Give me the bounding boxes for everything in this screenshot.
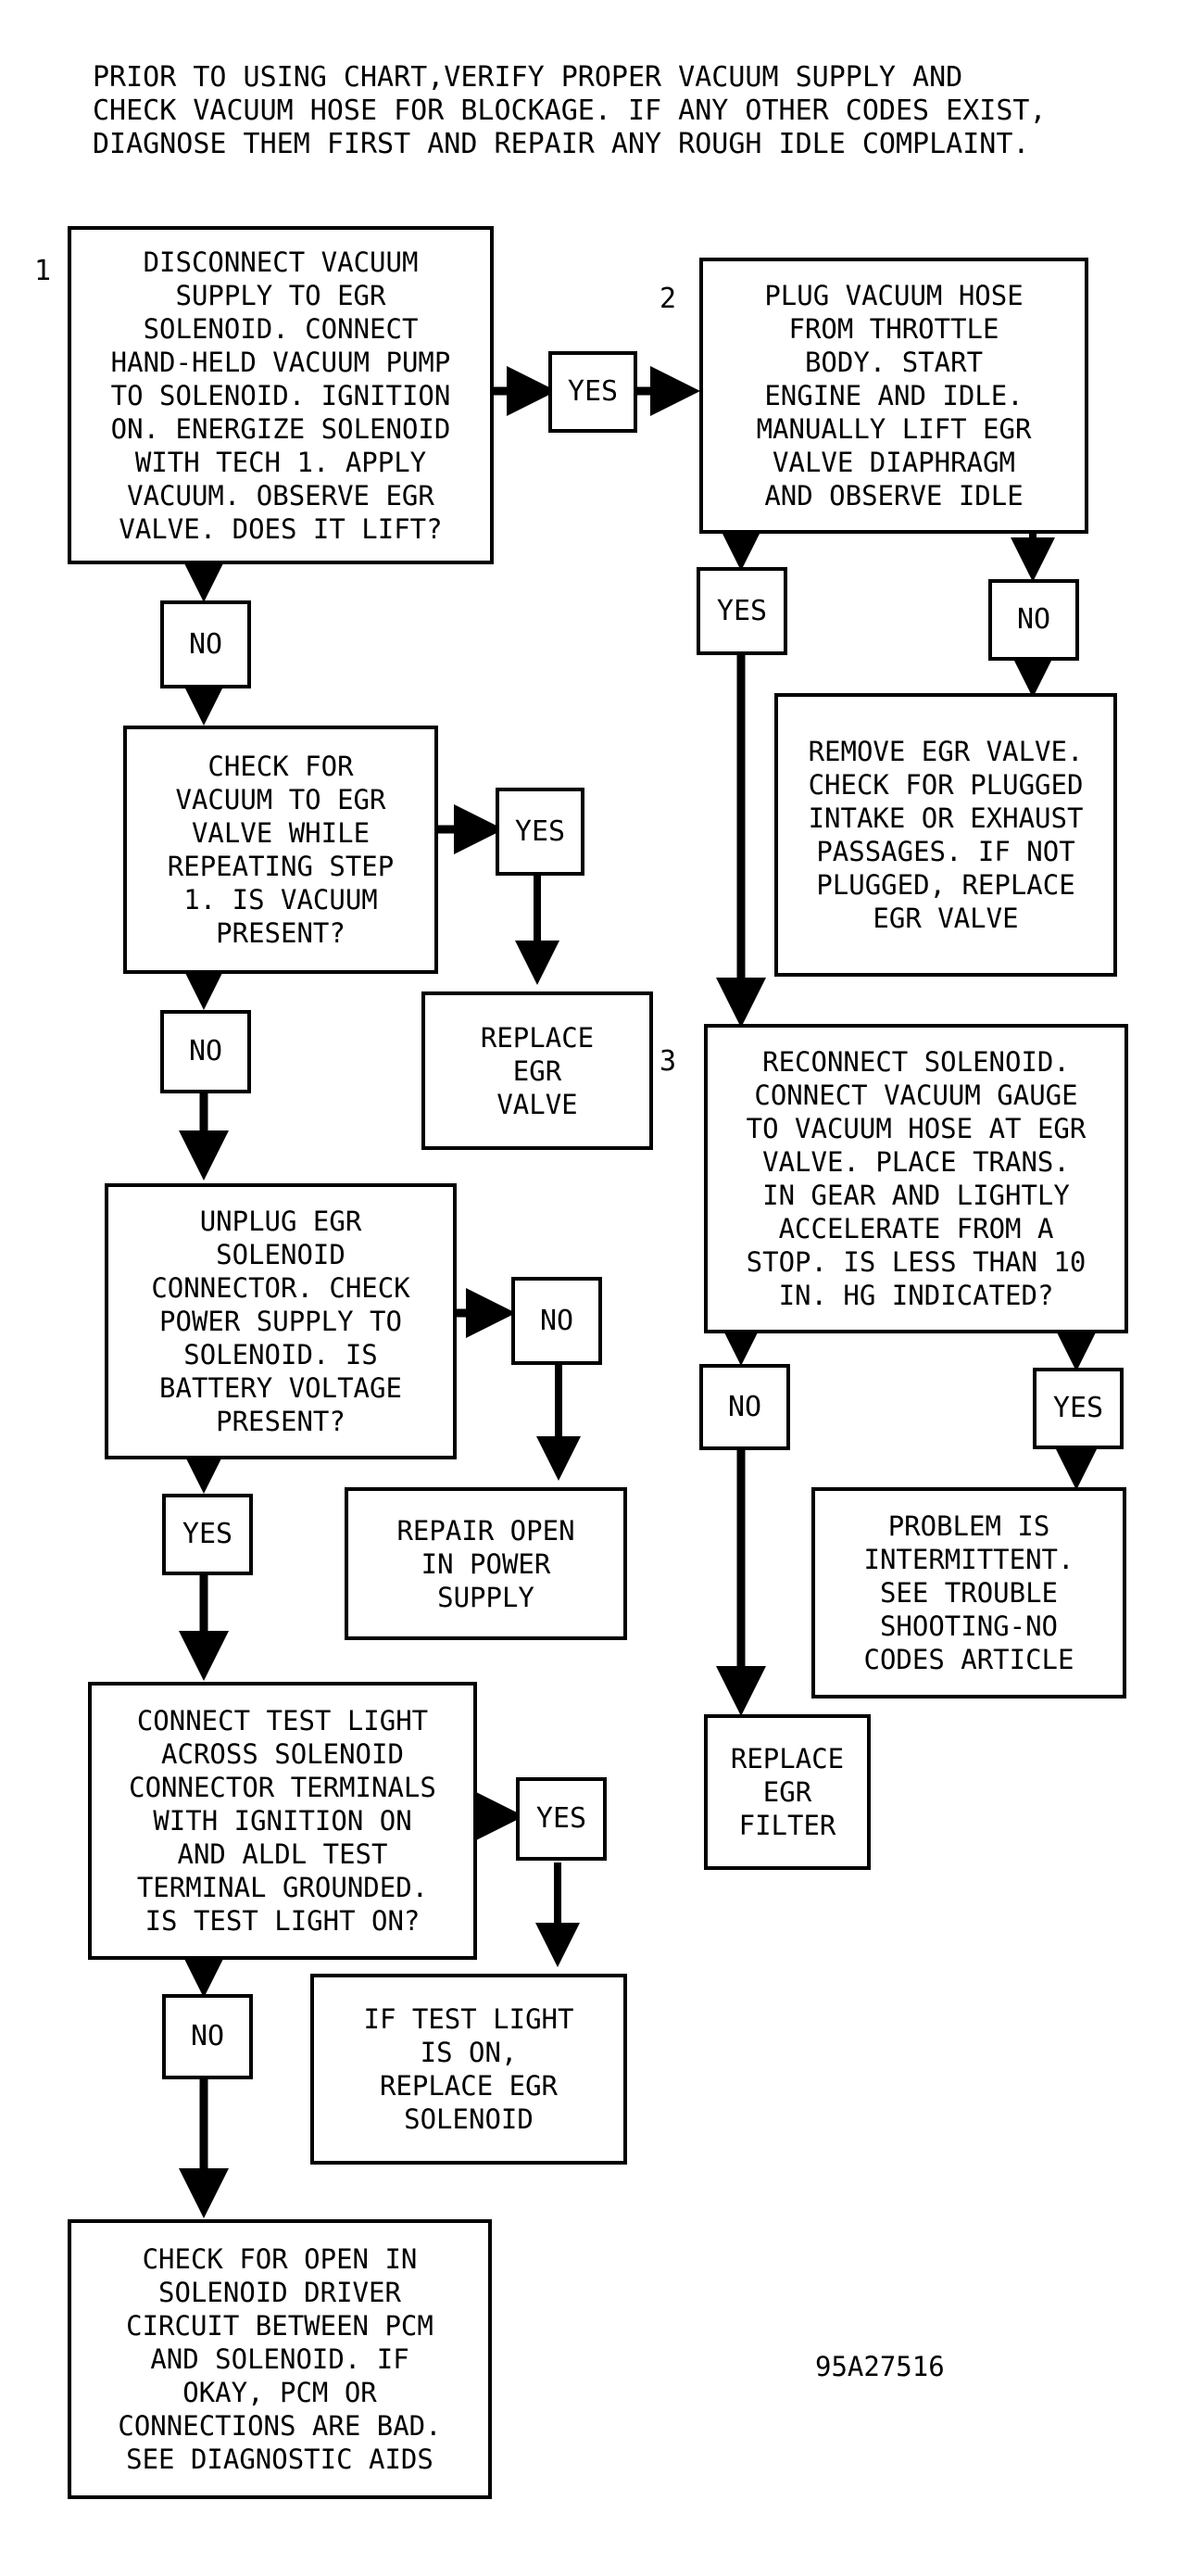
replace-egr-valve-text: REPLACE EGR VALVE: [480, 1021, 595, 1120]
step3-text: RECONNECT SOLENOID. CONNECT VACUUM GAUGE…: [746, 1046, 1087, 1311]
replace-filter-box: REPLACE EGR FILTER: [704, 1714, 871, 1870]
no-label-power: NO: [511, 1277, 602, 1365]
check-vacuum-text: CHECK FOR VACUUM TO EGR VALVE WHILE REPE…: [167, 751, 395, 949]
yes-label-test-light: YES: [516, 1777, 607, 1861]
replace-solenoid-box: IF TEST LIGHT IS ON, REPLACE EGR SOLENOI…: [310, 1974, 627, 2165]
yes-label-vacuum: YES: [496, 788, 584, 876]
yes-label-step3: YES: [1033, 1368, 1124, 1449]
repair-open-box: REPAIR OPEN IN POWER SUPPLY: [345, 1487, 627, 1640]
step1-text: DISCONNECT VACUUM SUPPLY TO EGR SOLENOID…: [110, 246, 451, 545]
yes-label-power: YES: [162, 1494, 253, 1575]
step-number-3: 3: [660, 1045, 677, 1078]
no-label-test-light: NO: [162, 1994, 253, 2079]
test-light-text: CONNECT TEST LIGHT ACROSS SOLENOID CONNE…: [129, 1705, 436, 1937]
no-label-step2: NO: [988, 579, 1079, 661]
check-open-box: CHECK FOR OPEN IN SOLENOID DRIVER CIRCUI…: [68, 2219, 492, 2499]
replace-egr-valve-box: REPLACE EGR VALVE: [421, 991, 653, 1150]
replace-filter-text: REPLACE EGR FILTER: [730, 1743, 845, 1841]
figure-id: 95A27516: [815, 2351, 945, 2382]
replace-solenoid-text: IF TEST LIGHT IS ON, REPLACE EGR SOLENOI…: [363, 2003, 574, 2135]
check-open-text: CHECK FOR OPEN IN SOLENOID DRIVER CIRCUI…: [118, 2243, 442, 2475]
step2-box: PLUG VACUUM HOSE FROM THROTTLE BODY. STA…: [699, 258, 1088, 534]
step-number-2: 2: [660, 283, 677, 315]
intermittent-text: PROBLEM IS INTERMITTENT. SEE TROUBLE SHO…: [863, 1510, 1074, 1675]
step2-text: PLUG VACUUM HOSE FROM THROTTLE BODY. STA…: [756, 280, 1032, 511]
step-number-1: 1: [34, 255, 52, 287]
check-vacuum-box: CHECK FOR VACUUM TO EGR VALVE WHILE REPE…: [123, 726, 438, 974]
step3-box: RECONNECT SOLENOID. CONNECT VACUUM GAUGE…: [704, 1024, 1128, 1333]
remove-egr-box: REMOVE EGR VALVE. CHECK FOR PLUGGED INTA…: [774, 693, 1117, 977]
no-label-step1: NO: [160, 600, 251, 688]
yes-label-step1: YES: [548, 351, 637, 433]
no-label-step3: NO: [699, 1364, 790, 1450]
header-note: PRIOR TO USING CHART,VERIFY PROPER VACUU…: [93, 61, 1047, 160]
unplug-solenoid-text: UNPLUG EGR SOLENOID CONNECTOR. CHECK POW…: [151, 1206, 410, 1437]
step1-box: DISCONNECT VACUUM SUPPLY TO EGR SOLENOID…: [68, 226, 494, 564]
no-label-vacuum: NO: [160, 1010, 251, 1093]
repair-open-text: REPAIR OPEN IN POWER SUPPLY: [396, 1514, 575, 1613]
unplug-solenoid-box: UNPLUG EGR SOLENOID CONNECTOR. CHECK POW…: [105, 1183, 457, 1459]
intermittent-box: PROBLEM IS INTERMITTENT. SEE TROUBLE SHO…: [811, 1487, 1126, 1698]
yes-label-step2: YES: [697, 567, 787, 655]
remove-egr-text: REMOVE EGR VALVE. CHECK FOR PLUGGED INTA…: [808, 736, 1084, 934]
test-light-box: CONNECT TEST LIGHT ACROSS SOLENOID CONNE…: [88, 1682, 477, 1960]
